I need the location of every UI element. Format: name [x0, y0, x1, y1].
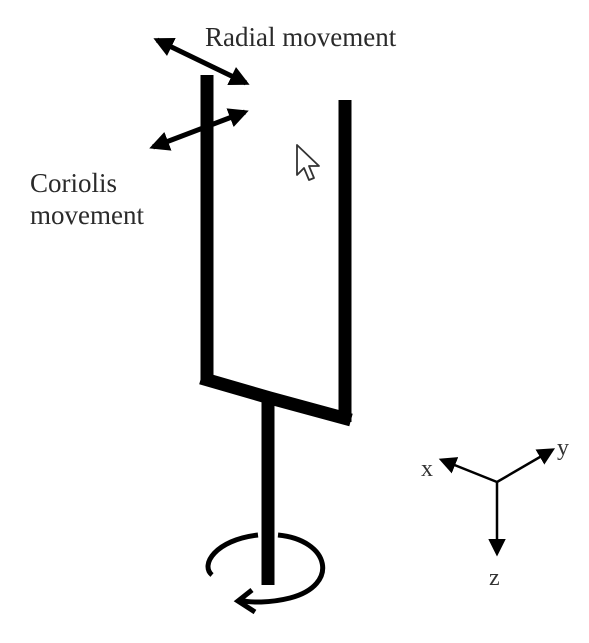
rotation-arrow-icon — [205, 532, 326, 615]
tuning-fork — [199, 75, 353, 585]
coordinate-axes: x y z — [421, 435, 569, 591]
mouse-pointer-icon — [296, 144, 320, 181]
z-axis-label: z — [489, 565, 500, 591]
coriolis-movement-arrow — [149, 108, 249, 151]
radial-movement-arrow — [153, 37, 250, 86]
coriolis-label-line1: Coriolis — [30, 168, 117, 198]
fork-base — [199, 371, 353, 427]
y-axis-arrow — [496, 448, 556, 484]
radial-movement-label: Radial movement — [205, 22, 397, 52]
x-axis-label: x — [421, 456, 433, 482]
x-axis-arrow — [438, 457, 498, 484]
y-axis-label: y — [557, 435, 569, 461]
coriolis-label-line2: movement — [30, 200, 144, 230]
